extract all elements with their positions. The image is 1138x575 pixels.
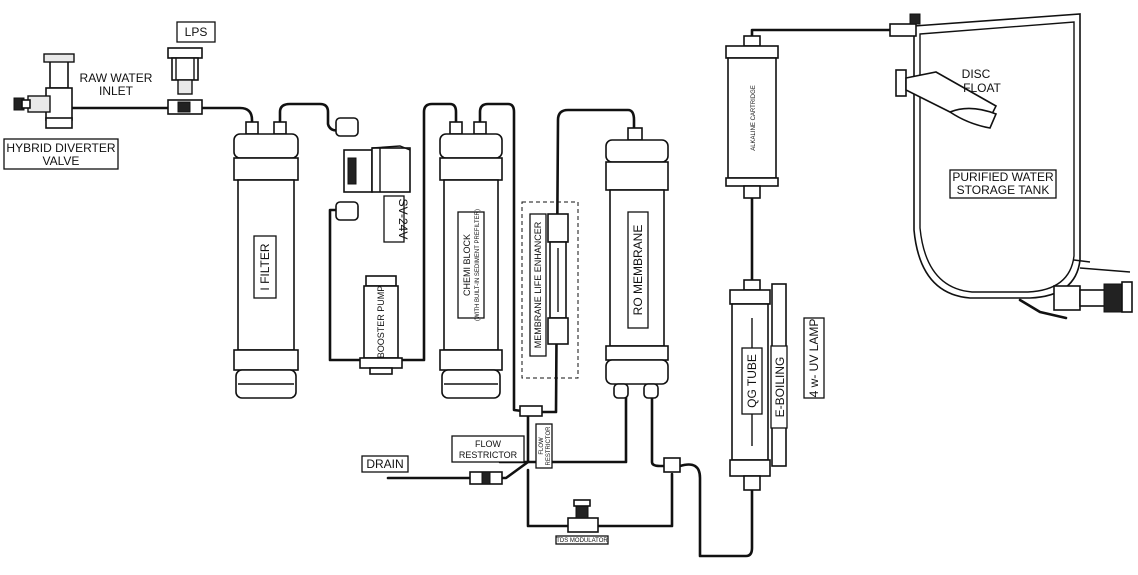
alkaline-cartridge: ALKALINE CARTRIDGE xyxy=(725,35,779,199)
storage-tank-label: PURIFIED WATER xyxy=(952,170,1054,184)
low-pressure-switch xyxy=(167,47,203,115)
membrane-life-enhancer: MEMBRANE LIFE ENHANCER xyxy=(521,201,579,379)
hybrid-diverter-valve-label-2: VALVE xyxy=(43,154,80,168)
qg-tube-label: QG TUBE xyxy=(745,354,759,408)
tds-modulator-label-box xyxy=(555,535,609,545)
i-filter-cartridge: I FILTER xyxy=(233,121,299,399)
e-boiling-label: E-BOILING xyxy=(773,357,787,418)
chemi-block-label: CHEMI BLOCK xyxy=(462,234,472,296)
pipe-chemi-out xyxy=(478,102,532,414)
pipe-pump-to-chemi xyxy=(394,102,458,362)
pipe-network xyxy=(66,28,1068,558)
ro-membrane: RO MEMBRANE xyxy=(605,127,669,399)
pipe-alkaline-to-tank xyxy=(750,28,892,42)
pipe-enhancer-to-ro xyxy=(538,108,636,414)
pipe-ifilter-to-valve xyxy=(278,102,342,132)
flow-restrictor-small-label-2: RESTRICTOR xyxy=(546,426,552,466)
pipe-to-qg-tube xyxy=(678,463,754,558)
purified-water-storage-tank xyxy=(889,13,1133,313)
drain-label: DRAIN xyxy=(366,457,403,471)
membrane-life-enhancer-label: MEMBRANE LIFE ENHANCER xyxy=(533,221,543,348)
uv-lamp-label: 4 w- UV LAMP xyxy=(807,319,821,398)
lps-label-box xyxy=(176,21,216,43)
i-filter-label: I FILTER xyxy=(258,243,272,290)
junction-fitting xyxy=(663,457,681,473)
disc-float-label: DISC xyxy=(962,67,991,81)
drain-label-box xyxy=(361,455,409,473)
flow-restrictor-fitting xyxy=(469,471,503,485)
chemi-block-cartridge: CHEMI BLOCK (WITH BUILT-IN SEDIMENT PREF… xyxy=(439,121,503,399)
flow-restrictor-small-box xyxy=(535,423,553,469)
flow-restrictor-label-2: RESTRICTOR xyxy=(459,450,518,460)
ro-membrane-label: RO MEMBRANE xyxy=(631,225,645,316)
storage-tank-label-2: STORAGE TANK xyxy=(957,183,1050,197)
tds-modulator xyxy=(567,499,599,533)
pipe-tds-loop xyxy=(526,468,674,528)
pipe-tank-outlet xyxy=(1018,298,1068,320)
uv-lamp-label-box xyxy=(803,317,825,399)
hybrid-diverter-valve-label: HYBRID DIVERTER xyxy=(6,141,115,155)
hybrid-diverter-valve-label-box xyxy=(3,138,119,170)
alkaline-cartridge-label: ALKALINE CARTRIDGE xyxy=(751,85,757,151)
flow-restrictor-box xyxy=(451,435,525,463)
pipe-inlet xyxy=(66,106,254,130)
chemi-block-sublabel: (WITH BUILT-IN SEDIMENT PREFILTER) xyxy=(475,209,481,321)
booster-pump: BOOSTER PUMP xyxy=(359,275,403,375)
pipe-drain xyxy=(386,414,530,480)
solenoid-valve: SV-24V xyxy=(335,117,411,243)
tds-modulator-label: TDS MODULATOR xyxy=(556,538,608,544)
storage-tank-label-box xyxy=(949,169,1057,199)
raw-water-inlet-label: RAW WATER xyxy=(80,71,153,85)
booster-pump-label: BOOSTER PUMP xyxy=(376,286,386,359)
hybrid-diverter-valve xyxy=(13,53,75,129)
sv-24v-label: SV-24V xyxy=(396,199,410,240)
disc-float-label-2: FLOAT xyxy=(963,81,1001,95)
qg-tube-uv-assembly: QG TUBE E-BOILING xyxy=(729,279,788,491)
flow-restrictor-small-label: FLOW xyxy=(539,437,545,455)
flow-restrictor-label: FLOW xyxy=(475,439,502,449)
tee-fitting xyxy=(519,405,543,417)
pipe-valve-to-pump xyxy=(328,208,368,362)
lps-label: LPS xyxy=(185,25,208,39)
raw-water-inlet-label-2: INLET xyxy=(99,84,134,98)
pipe-ro-permeate xyxy=(650,394,674,468)
